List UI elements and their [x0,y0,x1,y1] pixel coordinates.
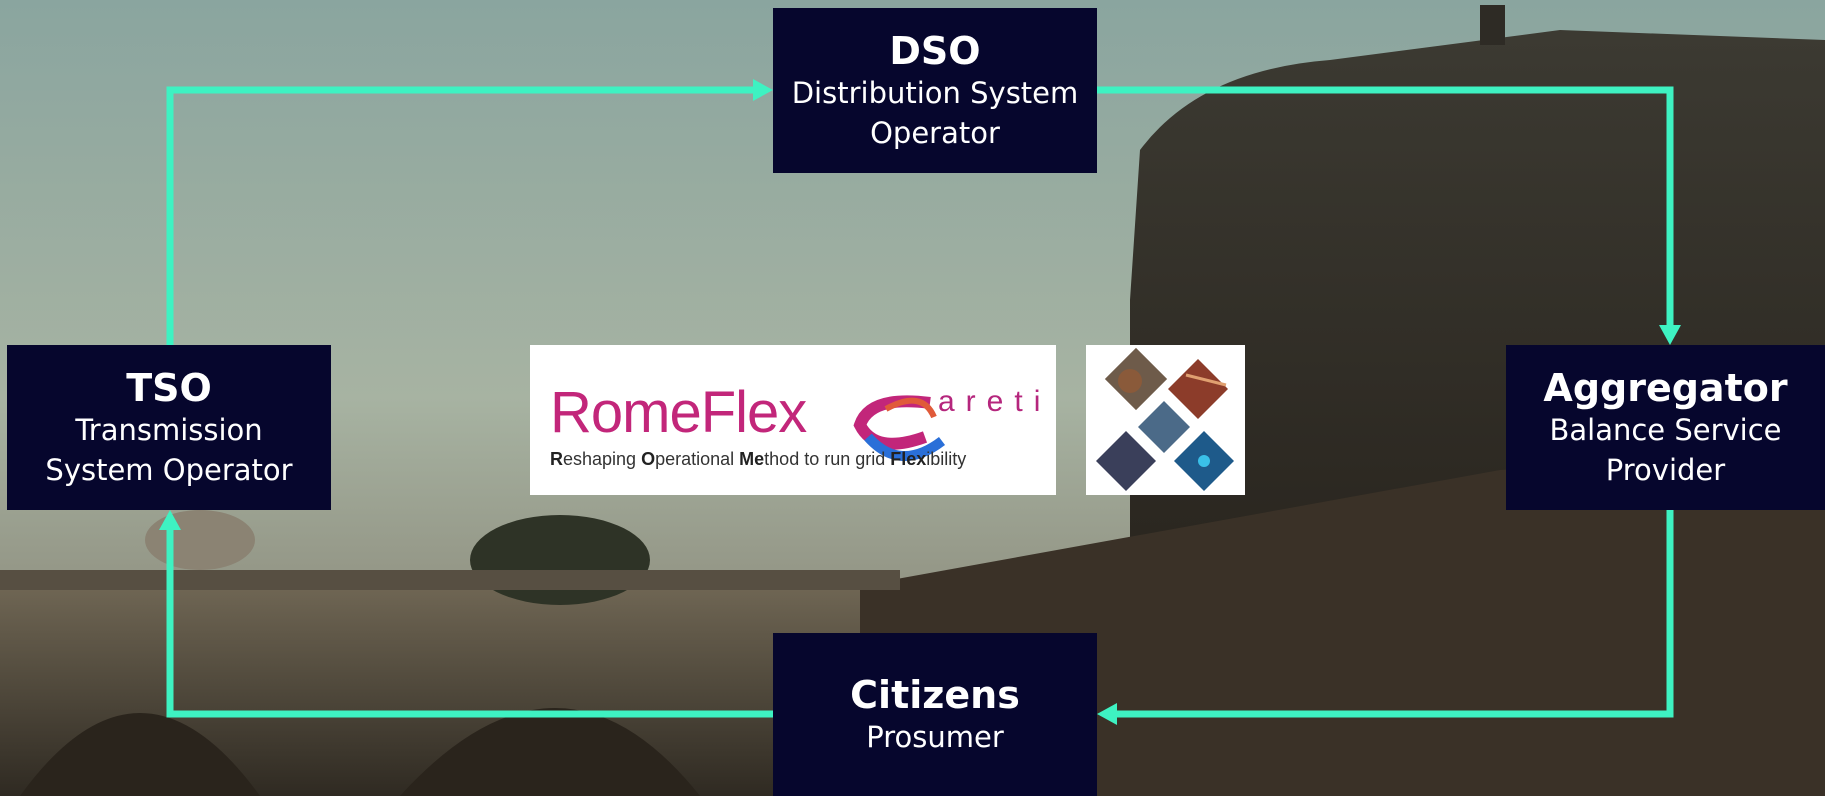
dso-label-line1: Distribution System [791,75,1079,110]
aggregator-label-line1: Balance Service [1549,412,1782,447]
dso-label-line2: Operator [870,115,1000,150]
aggregator-label-line2: Provider [1605,452,1726,487]
node-tso: TSO Transmission System Operator [7,345,331,510]
romeflex-logo: RomeFlex areti Reshaping Operational Met… [530,345,1056,495]
citizens-title: Citizens [850,672,1020,717]
tso-title: TSO [126,365,212,410]
node-citizens: Citizens Prosumer [773,633,1097,796]
aggregator-title: Aggregator [1543,365,1788,410]
dso-title: DSO [889,28,981,73]
citizens-label-line1: Prosumer [866,719,1004,754]
cross-shaped-photo-collage-icon [1086,345,1245,495]
areti-wordmark: areti [938,385,1052,418]
tso-label-line2: System Operator [45,452,293,487]
romeflex-wordmark: RomeFlex [550,380,807,445]
node-dso: DSO Distribution System Operator [773,8,1097,173]
node-aggregator: Aggregator Balance Service Provider [1506,345,1825,510]
tso-label-line1: Transmission [75,412,263,447]
romeflex-tagline: Reshaping Operational Method to run grid… [550,449,967,469]
areti-swirl-icon [853,395,946,461]
